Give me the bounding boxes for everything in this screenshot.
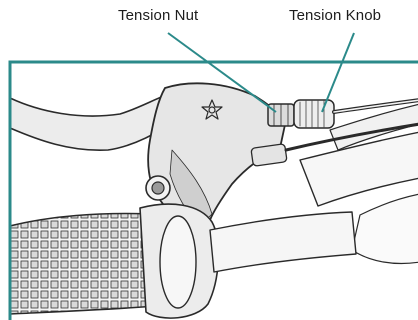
grip-collar-ring: [160, 216, 196, 308]
pivot-bolt: [146, 176, 170, 200]
tension-knob: [294, 100, 334, 128]
tension-nut: [268, 104, 294, 126]
handlebar-bar: [210, 212, 356, 272]
handlebar-grip: [10, 214, 156, 315]
rear-tube: [352, 194, 418, 264]
leader-tension-knob: [322, 33, 354, 112]
